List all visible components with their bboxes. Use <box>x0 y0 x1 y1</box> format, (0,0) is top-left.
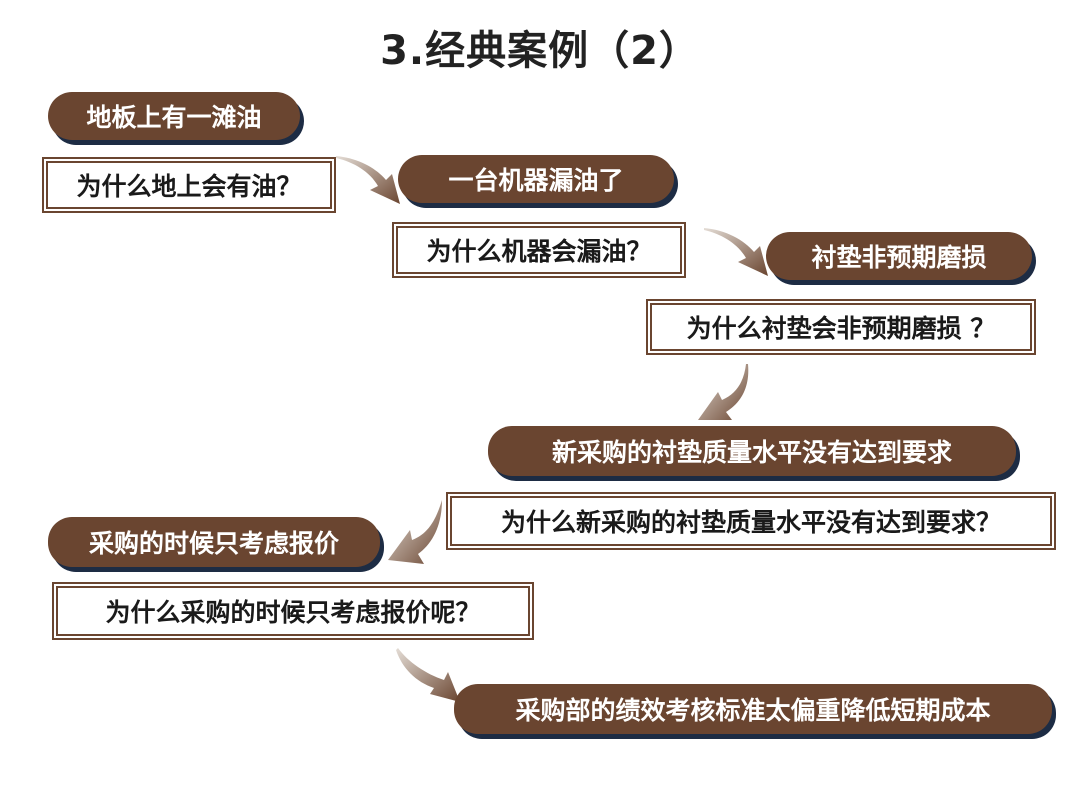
curved-arrow-icon <box>698 364 749 420</box>
fact-pill-4: 新采购的衬垫质量水平没有达到要求 <box>488 426 1016 476</box>
question-box-1: 为什么地上会有油？ <box>42 157 336 213</box>
question-box-3: 为什么衬垫会非预期磨损 ？ <box>646 299 1036 355</box>
question-box-5: 为什么采购的时候只考虑报价呢？ <box>52 582 534 640</box>
fact-pill-6: 采购部的绩效考核标准太偏重降低短期成本 <box>454 684 1052 734</box>
page-title: 3.经典案例（2） <box>380 28 700 74</box>
fact-pill-3: 衬垫非预期磨损 <box>766 232 1032 280</box>
fact-pill-2: 一台机器漏油了 <box>398 155 674 203</box>
question-box-2: 为什么机器会漏油？ <box>392 222 686 278</box>
curved-arrow-icon <box>336 156 400 204</box>
curved-arrow-icon <box>388 500 442 564</box>
fact-pill-1: 地板上有一滩油 <box>48 92 300 140</box>
curved-arrow-icon <box>396 648 460 702</box>
curved-arrow-icon <box>704 228 768 276</box>
question-box-4: 为什么新采购的衬垫质量水平没有达到要求？ <box>446 492 1056 550</box>
fact-pill-5: 采购的时候只考虑报价 <box>48 517 380 567</box>
